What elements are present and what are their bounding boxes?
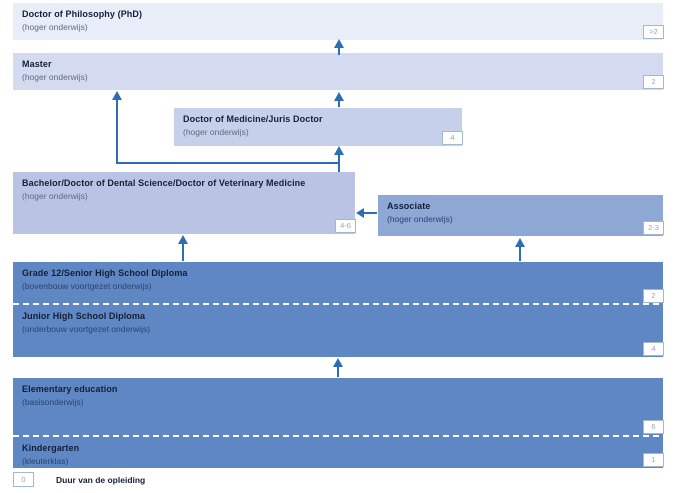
legend-label: Duur van de opleiding: [56, 474, 146, 485]
dashed-divider: [13, 303, 663, 305]
duration-badge: 4: [442, 131, 463, 145]
level-primary-block: Elementary education (basisonderwijs) 6 …: [13, 378, 664, 468]
arrowhead-grade12-to-bachelor: [178, 235, 188, 244]
legend: 0 Duur van de opleiding: [13, 472, 145, 487]
duration-badge: 1: [643, 453, 664, 467]
level-master: Master (hoger onderwijs) 2: [13, 53, 664, 90]
arrowhead-bachelor-to-md: [334, 146, 344, 155]
level-doctor-medicine: Doctor of Medicine/Juris Doctor (hoger o…: [174, 108, 463, 146]
level-grade12: Grade 12/Senior High School Diploma (bov…: [13, 262, 664, 303]
level-subtitle: (hoger onderwijs): [183, 127, 249, 137]
level-subtitle: (onderbouw voortgezet onderwijs): [22, 324, 151, 334]
level-title: Doctor of Medicine/Juris Doctor: [183, 114, 323, 124]
level-title: Kindergarten: [22, 443, 80, 453]
duration-badge: 4-6: [335, 219, 356, 233]
level-kindergarten: Kindergarten (kleuterklas) 1: [13, 437, 664, 468]
legend-duration-box: 0: [13, 472, 34, 487]
level-associate: Associate (hoger onderwijs) 2-3: [378, 195, 664, 236]
level-title: Grade 12/Senior High School Diploma: [22, 268, 188, 278]
level-subtitle: (kleuterklas): [22, 456, 69, 466]
duration-badge: 2: [643, 75, 664, 89]
arrowhead-associate-to-bachelor: [356, 208, 364, 218]
arrowhead-master-to-phd: [334, 39, 344, 48]
level-secondary-block: Grade 12/Senior High School Diploma (bov…: [13, 262, 664, 357]
duration-badge: >2: [643, 25, 664, 39]
level-elementary: Elementary education (basisonderwijs) 6: [13, 378, 664, 435]
level-title: Master: [22, 59, 52, 69]
arrowhead-grade12-to-associate: [515, 238, 525, 247]
duration-badge: 4: [643, 342, 664, 356]
level-subtitle: (hoger onderwijs): [22, 72, 88, 82]
level-title: Junior High School Diploma: [22, 311, 146, 321]
level-subtitle: (hoger onderwijs): [22, 191, 88, 201]
duration-badge: 6: [643, 420, 664, 434]
arrowhead-elementary-to-junior: [333, 358, 343, 367]
duration-badge: 2-3: [643, 221, 664, 235]
level-bachelor: Bachelor/Doctor of Dental Science/Doctor…: [13, 172, 356, 234]
level-subtitle: (hoger onderwijs): [387, 214, 453, 224]
level-title: Associate: [387, 201, 431, 211]
level-title: Doctor of Philosophy (PhD): [22, 9, 143, 19]
arrowhead-bachelor-to-master: [112, 91, 122, 100]
level-subtitle: (bovenbouw voortgezet onderwijs): [22, 281, 152, 291]
level-subtitle: (basisonderwijs): [22, 397, 84, 407]
level-junior-high: Junior High School Diploma (onderbouw vo…: [13, 305, 664, 357]
level-phd: Doctor of Philosophy (PhD) (hoger onderw…: [13, 3, 664, 40]
duration-badge: 2: [643, 289, 664, 303]
dashed-divider: [13, 435, 663, 437]
arrowhead-md-to-master: [334, 92, 344, 101]
level-title: Elementary education: [22, 384, 118, 394]
level-title: Bachelor/Doctor of Dental Science/Doctor…: [22, 178, 306, 188]
level-subtitle: (hoger onderwijs): [22, 22, 88, 32]
